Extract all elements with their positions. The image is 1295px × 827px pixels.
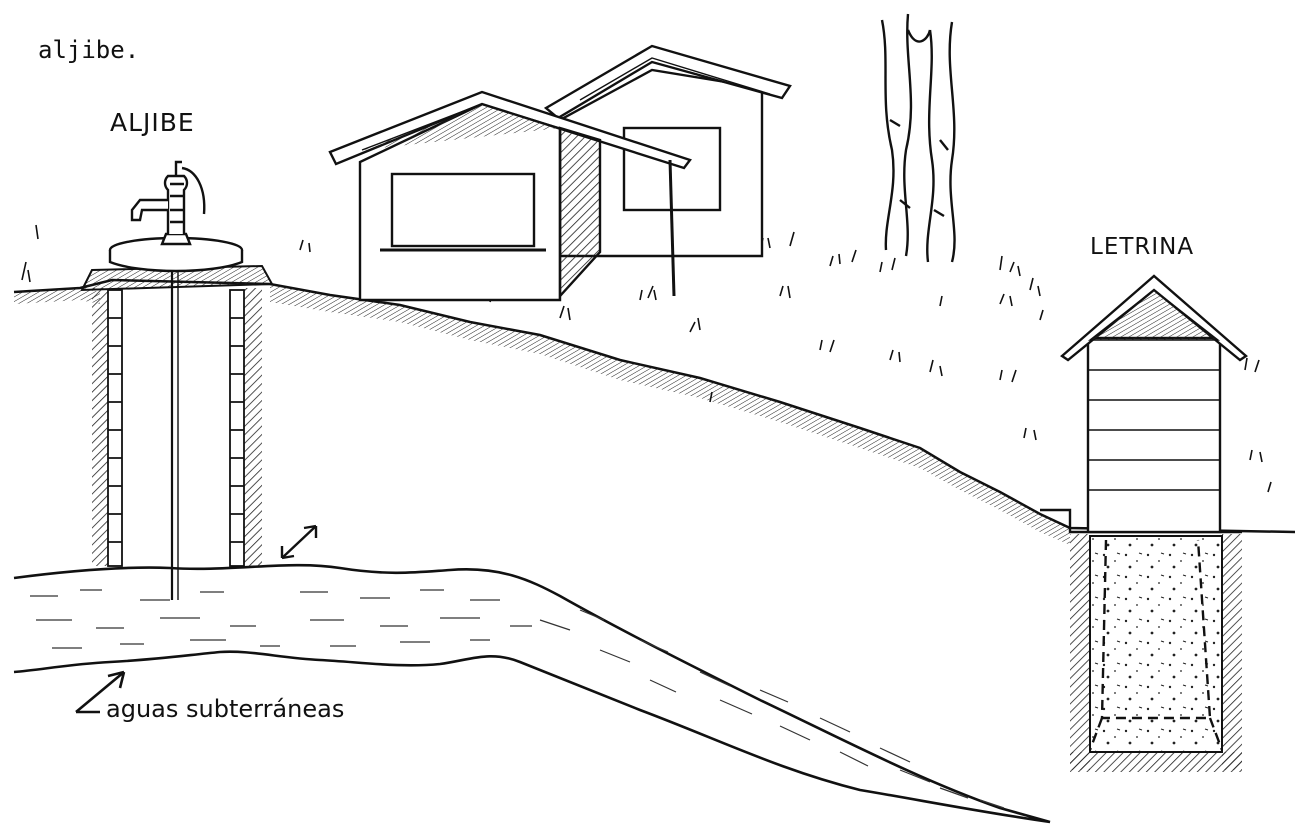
latrine bbox=[1040, 276, 1246, 772]
hand-pump bbox=[132, 162, 204, 244]
well-brick-lining bbox=[108, 290, 244, 566]
seepage-arrow bbox=[282, 526, 316, 558]
tree bbox=[882, 14, 955, 262]
well-label: ALJIBE bbox=[110, 108, 195, 137]
caption: aljibe. bbox=[38, 36, 139, 64]
soil-hatching bbox=[270, 284, 1070, 545]
house-window-front bbox=[392, 174, 534, 246]
groundwater-layer bbox=[14, 565, 1050, 822]
house bbox=[330, 46, 790, 300]
latrine-label: LETRINA bbox=[1090, 234, 1194, 260]
latrine-cabin bbox=[1088, 338, 1220, 532]
groundwater-label: aguas subterráneas bbox=[106, 695, 344, 723]
well bbox=[82, 162, 316, 600]
